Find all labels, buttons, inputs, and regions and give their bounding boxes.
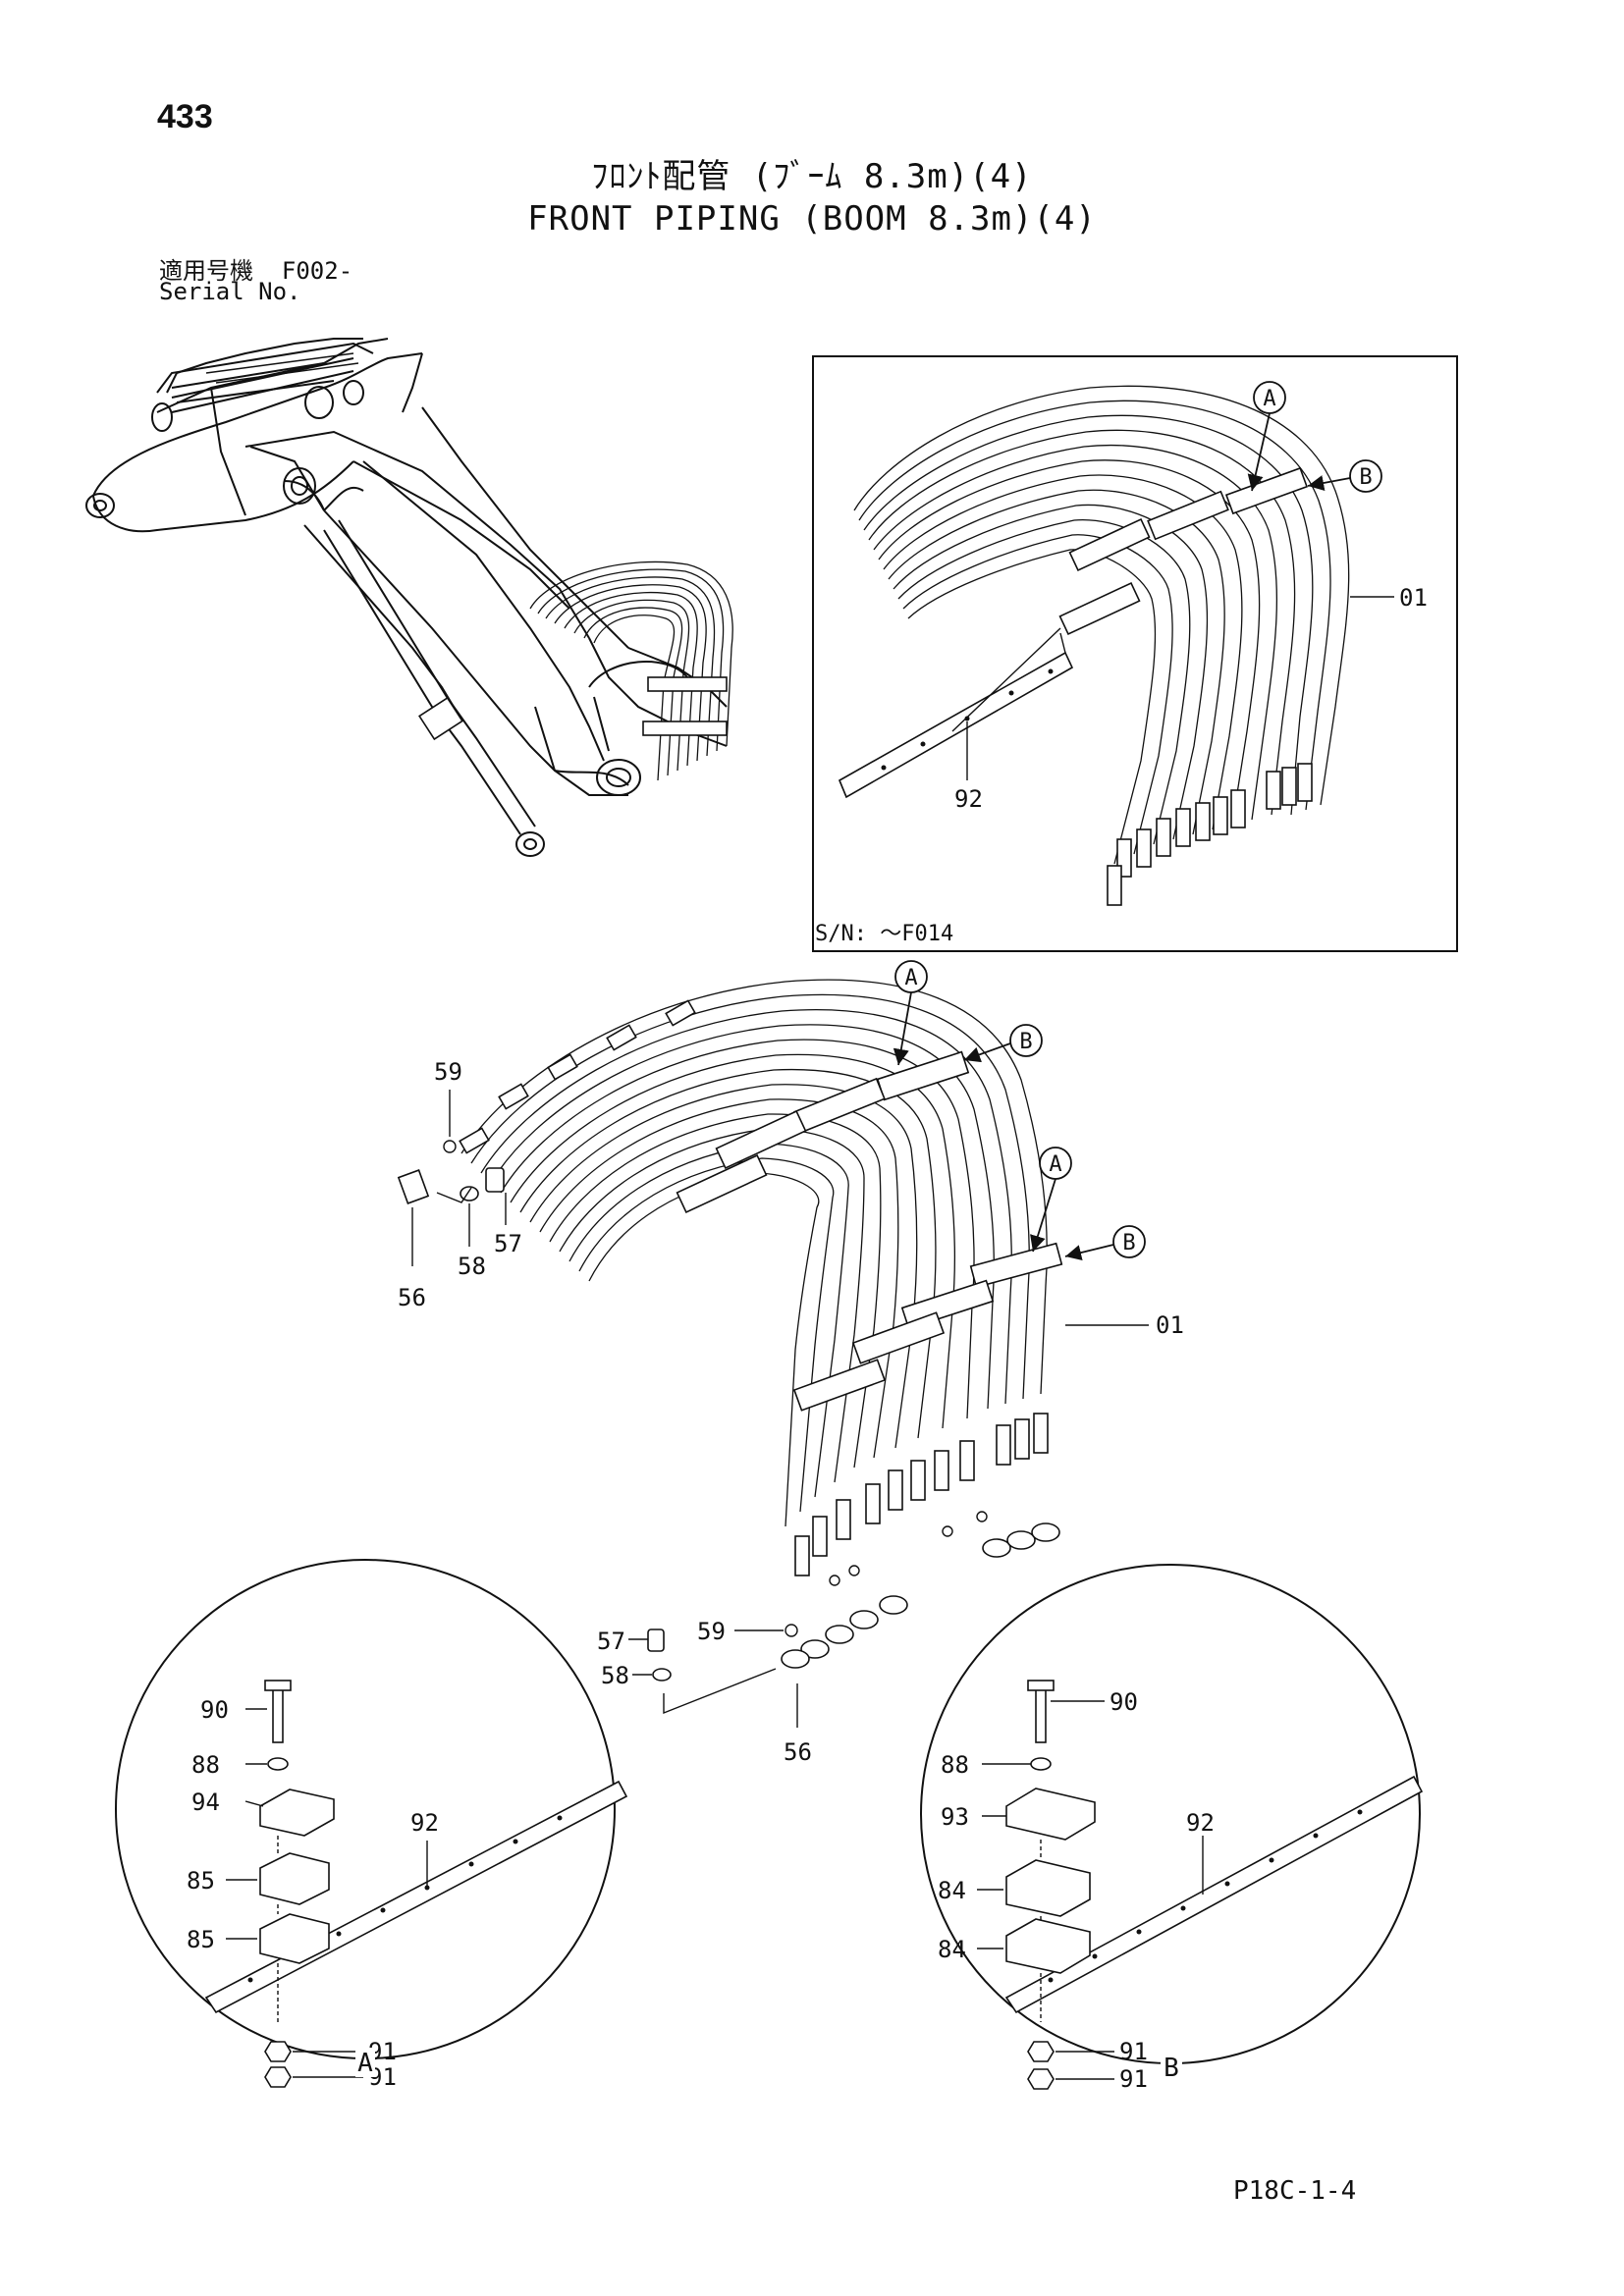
inset-fittings [1107, 763, 1313, 906]
detail-b-nut-91-upper [1027, 2041, 1055, 2062]
detail-a-nut-91-upper [264, 2041, 292, 2062]
detail-a-clamp-85-upper [259, 1852, 330, 1905]
title-english: FRONT PIPING (BOOM 8.3m)(4) [527, 199, 1097, 239]
main-assembly: 59 58 57 56 01 A B A B 57 58 59 [397, 960, 1184, 1766]
main-clamps [676, 1050, 1063, 1412]
detail-a-label-90: 90 [200, 1696, 229, 1724]
detail-a-label-88: 88 [191, 1751, 220, 1779]
detail-b-label-88: 88 [941, 1751, 969, 1779]
detail-b-label-91-lower: 91 [1119, 2065, 1148, 2093]
detail-a-nut-91-lower [264, 2066, 292, 2088]
detail-b-washer-88 [1030, 1757, 1052, 1771]
serial-value: F002- [281, 257, 353, 285]
detail-a-bolt-90 [272, 1687, 284, 1743]
bolt-57-lower [647, 1629, 665, 1652]
detail-a-label-92: 92 [410, 1809, 439, 1837]
main-ref-b-label-1: B [1019, 1030, 1032, 1054]
label-59-top: 59 [434, 1058, 462, 1086]
detail-b-bolt-90-head [1027, 1680, 1055, 1691]
washer-58 [460, 1186, 479, 1201]
detail-b-clamp-84-upper [1005, 1859, 1091, 1917]
detail-b-nut-91-lower [1027, 2068, 1055, 2090]
detail-b-bolt-90 [1035, 1687, 1047, 1743]
inset-ref-b-callout [1349, 459, 1382, 493]
inset-bar-92 [838, 627, 1074, 799]
inset-ref-a-label: A [1263, 387, 1275, 411]
detail-a-washer-88 [267, 1757, 289, 1771]
o-ring-59-lower [785, 1624, 798, 1637]
detail-b-label-91-upper: 91 [1119, 2038, 1148, 2065]
detail-b-label-93: 93 [941, 1803, 969, 1831]
label-57-top: 57 [494, 1230, 522, 1257]
washer-58-lower [652, 1668, 672, 1682]
label-57-lower: 57 [597, 1628, 625, 1655]
label-56-top: 56 [398, 1284, 426, 1311]
main-ref-a-label-2: A [1049, 1152, 1061, 1177]
detail-a-label-94: 94 [191, 1789, 220, 1816]
boom-hose-bundle [529, 561, 733, 781]
o-ring-59 [443, 1140, 457, 1153]
detail-a-clamp-94 [259, 1789, 335, 1837]
serial-label-japanese: 適用号機 F002- [159, 251, 352, 286]
detail-b-label-90: 90 [1110, 1688, 1138, 1716]
inset-frame [812, 355, 1458, 952]
inset-label-bar-92: 92 [954, 785, 983, 813]
footer-figure-code: P18C-1-4 [1233, 2176, 1357, 2206]
detail-b-label-84-upper: 84 [938, 1877, 966, 1904]
inset-label-hose-01: 01 [1399, 584, 1428, 612]
main-hose-bundle [460, 979, 1048, 1527]
detail-b-label-92: 92 [1186, 1809, 1215, 1837]
detail-a-bolt-90-head [264, 1680, 292, 1691]
label-58-lower: 58 [601, 1662, 629, 1689]
detail-b-clamp-93 [1005, 1788, 1096, 1841]
label-01-main: 01 [1156, 1311, 1184, 1339]
page-number: 433 [157, 98, 213, 135]
detail-b-label-84-lower: 84 [938, 1936, 966, 1963]
serial-label-jp-text: 適用号機 [159, 257, 253, 285]
inset-early-serial: A B 01 92 S/N: ～F014 [812, 355, 1458, 952]
detail-a-clamp-85-lower [259, 1913, 330, 1964]
bolt-57 [485, 1167, 505, 1193]
detail-a: 90 88 94 85 85 92 91 91 A [115, 1559, 628, 2091]
detail-b: 90 88 93 84 84 92 91 91 B [920, 1564, 1424, 2093]
detail-a-title: A [357, 2049, 373, 2078]
inset-serial-range: S/N: ～F014 [815, 922, 953, 946]
main-fittings [794, 1413, 1049, 1576]
boom-overview-illustration [85, 338, 733, 857]
label-56-lower: 56 [784, 1738, 812, 1766]
serial-label-english: Serial No. [159, 278, 301, 305]
inset-hose-bundle [853, 385, 1350, 865]
title-japanese: ﾌﾛﾝﾄ配管 (ﾌﾞｰﾑ 8.3m)(4) [591, 157, 1033, 196]
main-ref-b-callout-1 [1009, 1024, 1043, 1057]
detail-a-label-85-lower: 85 [187, 1926, 215, 1953]
inset-ref-b-label: B [1359, 465, 1372, 490]
detail-b-title: B [1164, 2054, 1179, 2083]
main-ref-b-label-2: B [1122, 1231, 1135, 1255]
main-ref-b-callout-2 [1112, 1225, 1146, 1258]
label-59-lower: 59 [697, 1618, 726, 1645]
detail-a-label-85-upper: 85 [187, 1867, 215, 1895]
main-ref-a-label-1: A [904, 966, 917, 990]
detail-b-clamp-84-lower [1005, 1918, 1091, 1974]
inset-clamps [1058, 466, 1309, 636]
main-split-flanges [781, 1511, 1060, 1669]
main-hose-end-fittings-left [397, 999, 696, 1204]
label-58-top: 58 [458, 1253, 486, 1280]
